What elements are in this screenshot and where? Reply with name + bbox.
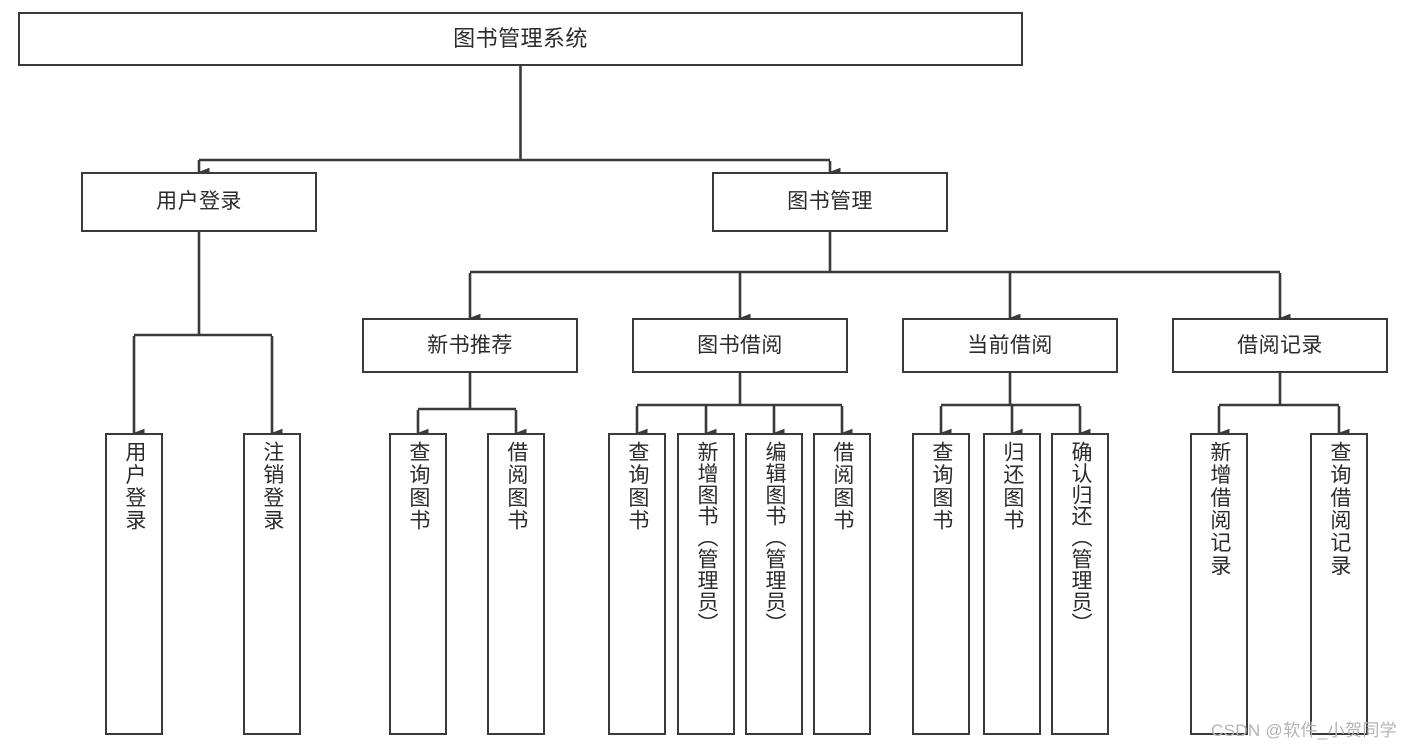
node-leaf-query-book-3[interactable]: 查询图书 (912, 433, 970, 735)
node-leaf-query-book-1-label: 查询图书 (406, 441, 430, 532)
node-leaf-return-book[interactable]: 归还图书 (983, 433, 1041, 735)
node-leaf-query-book-2[interactable]: 查询图书 (608, 433, 666, 735)
node-user-login-label: 用户登录 (156, 190, 242, 214)
node-book-borrow[interactable]: 图书借阅 (632, 318, 848, 373)
node-leaf-logout-label: 注销登录 (260, 441, 284, 532)
node-book-borrow-label: 图书借阅 (697, 333, 783, 357)
node-leaf-user-login[interactable]: 用户登录 (105, 433, 163, 735)
node-leaf-query-record[interactable]: 查询借阅记录 (1310, 433, 1368, 735)
node-leaf-borrow-book-1[interactable]: 借阅图书 (487, 433, 545, 735)
node-borrow-record[interactable]: 借阅记录 (1172, 318, 1388, 373)
csdn-watermark: CSDN @软件_小贺同学 (1210, 721, 1397, 740)
node-leaf-add-record[interactable]: 新增借阅记录 (1190, 433, 1248, 735)
node-leaf-logout[interactable]: 注销登录 (243, 433, 301, 735)
node-leaf-edit-book-label: 编辑图书（管理员） (763, 441, 787, 634)
node-leaf-query-book-1[interactable]: 查询图书 (389, 433, 447, 735)
node-leaf-user-login-label: 用户登录 (122, 441, 146, 532)
node-root[interactable]: 图书管理系统 (18, 12, 1023, 66)
node-leaf-borrow-book-2-label: 借阅图书 (830, 441, 854, 532)
node-borrow-record-label: 借阅记录 (1237, 333, 1323, 357)
node-leaf-confirm-return[interactable]: 确认归还（管理员） (1051, 433, 1109, 735)
node-leaf-query-book-2-label: 查询图书 (625, 441, 649, 532)
node-new-book-recommend[interactable]: 新书推荐 (362, 318, 578, 373)
node-leaf-add-record-label: 新增借阅记录 (1207, 441, 1231, 578)
node-book-manage-label: 图书管理 (787, 190, 873, 214)
node-leaf-return-book-label: 归还图书 (1000, 441, 1024, 532)
node-current-borrow-label: 当前借阅 (967, 333, 1053, 357)
node-leaf-add-book-label: 新增图书（管理员） (695, 441, 719, 634)
node-current-borrow[interactable]: 当前借阅 (902, 318, 1118, 373)
node-leaf-add-book[interactable]: 新增图书（管理员） (677, 433, 735, 735)
node-book-manage[interactable]: 图书管理 (712, 172, 948, 232)
node-leaf-edit-book[interactable]: 编辑图书（管理员） (745, 433, 803, 735)
node-leaf-confirm-return-label: 确认归还（管理员） (1069, 441, 1093, 634)
node-new-book-recommend-label: 新书推荐 (427, 333, 513, 357)
node-leaf-query-record-label: 查询借阅记录 (1327, 441, 1351, 578)
node-leaf-query-book-3-label: 查询图书 (929, 441, 953, 532)
node-leaf-borrow-book-2[interactable]: 借阅图书 (813, 433, 871, 735)
node-root-label: 图书管理系统 (453, 25, 588, 51)
node-user-login[interactable]: 用户登录 (81, 172, 317, 232)
node-leaf-borrow-book-1-label: 借阅图书 (504, 441, 528, 532)
